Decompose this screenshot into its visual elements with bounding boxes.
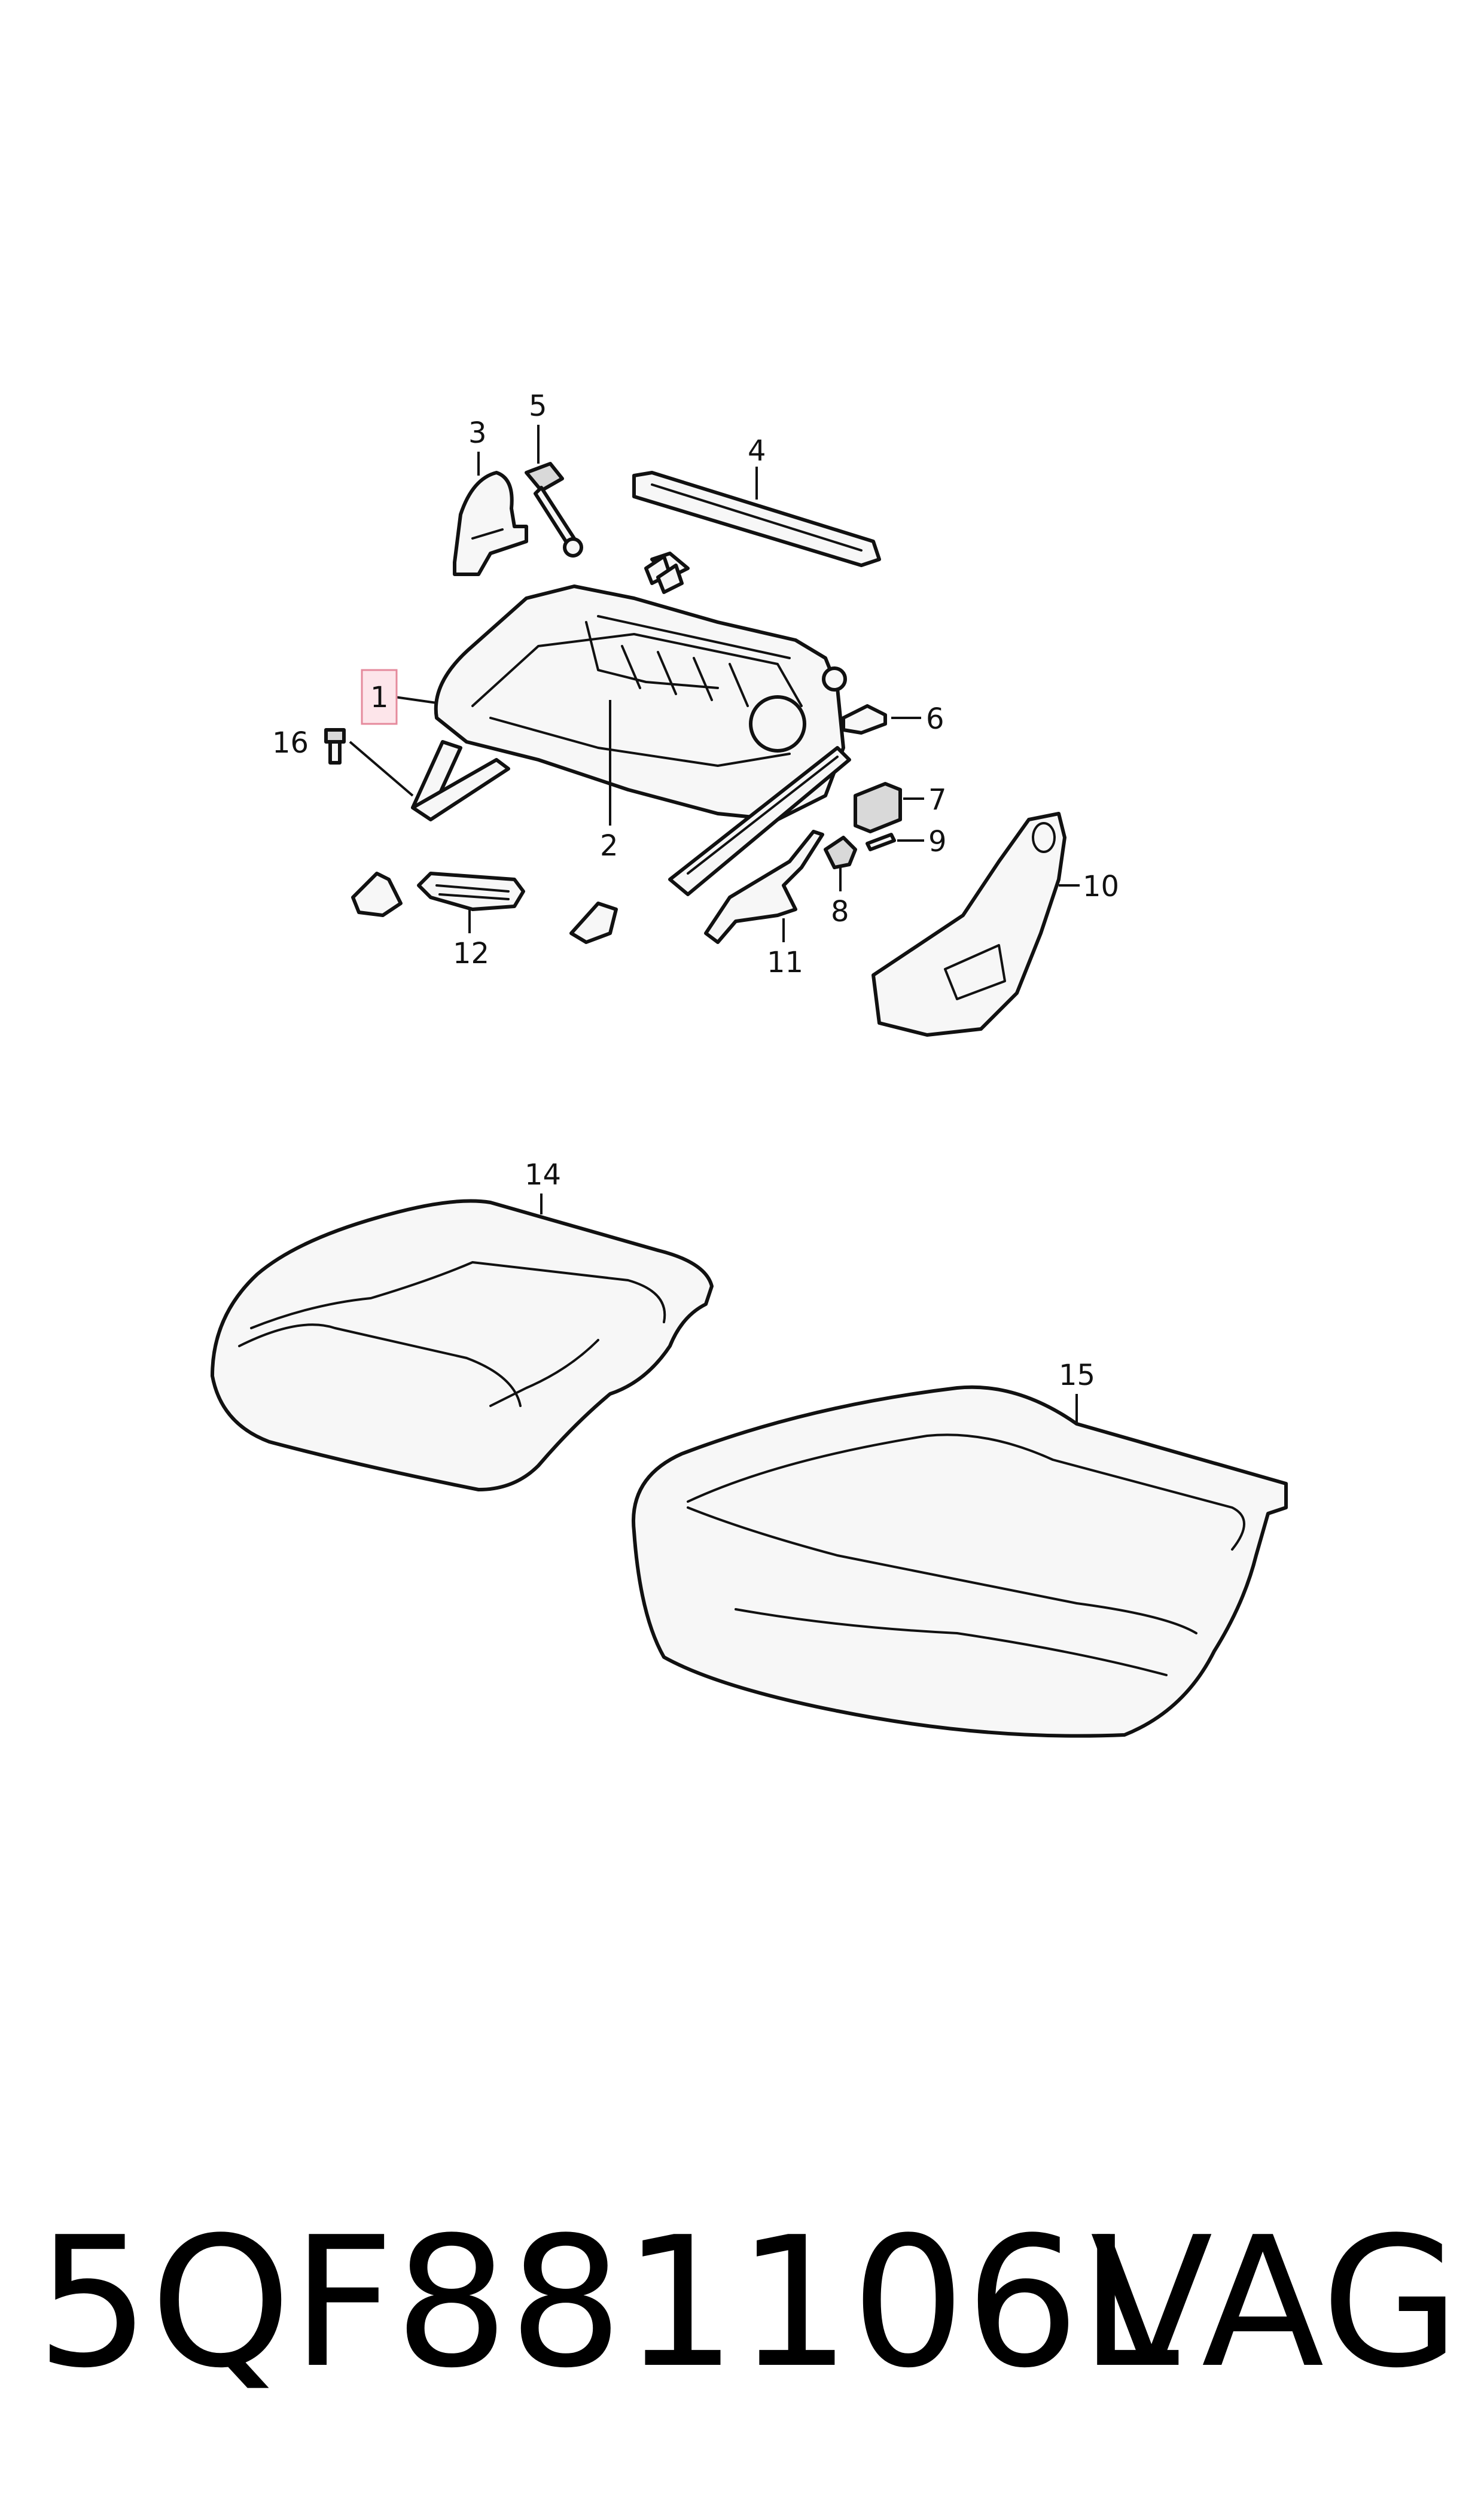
clip-right [569,902,618,944]
part-9-pin [866,833,896,851]
part-14-seat-cushion [211,1199,714,1491]
part-3-bracket [453,471,528,576]
part-12-cover [417,872,525,911]
part-1-seat-frame [434,584,847,821]
callout-11: 11 [767,946,803,979]
callout-7: 7 [928,783,947,817]
part-4-rail-bar [632,471,881,579]
brand-label: VAG [1090,2199,1460,2407]
callout-6: 6 [926,702,944,736]
part-6-clip [842,704,887,735]
callout-4: 4 [748,434,766,468]
part-11-cable [704,830,824,944]
clip-left [351,872,403,917]
callout-10: 10 [1083,870,1119,903]
callout-14: 14 [525,1158,561,1192]
part-16-bolt [324,728,346,765]
part-7-switch [854,782,902,833]
callout-9: 9 [928,825,947,858]
callout-15: 15 [1059,1359,1095,1392]
clip-pair [644,555,684,594]
callout-12: 12 [453,937,489,970]
left-slide-rail [411,740,510,821]
right-slide-rail [668,746,851,896]
part-5-rod [525,462,583,558]
callout-1-highlight [361,669,398,725]
callout-5: 5 [529,389,547,423]
part-15-seat-cover [632,1385,1288,1738]
callout-2: 2 [600,829,618,863]
part-number-label: 5QF881106L [36,2199,1180,2407]
callout-1: 1 [370,681,389,714]
callout-3: 3 [468,416,487,450]
part-10-side-trim [871,812,1066,1037]
leader-lines [349,425,1080,1424]
callout-8: 8 [831,895,849,928]
callout-16: 16 [272,726,309,760]
part-8-knob [824,836,857,869]
